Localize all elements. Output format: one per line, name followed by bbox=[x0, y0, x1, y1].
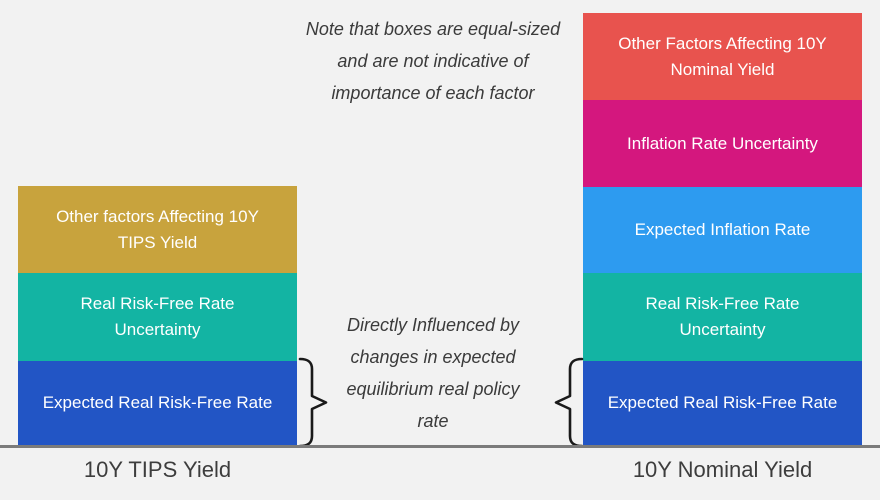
nominal-yield-stack: Other Factors Affecting 10Y Nominal Yiel… bbox=[583, 13, 862, 445]
segment-label: Real Risk-Free Rate Uncertainty bbox=[645, 294, 800, 339]
segment-real-risk-free-uncertainty-nominal: Real Risk-Free Rate Uncertainty bbox=[583, 273, 862, 361]
equal-size-note-line: importance of each factor bbox=[331, 83, 535, 103]
segment-label: Other Factors Affecting 10Y Nominal Yiel… bbox=[618, 33, 827, 79]
segment-expected-real-risk-free-nominal: Expected Real Risk-Free Rate bbox=[583, 361, 862, 445]
nominal-stack-label: 10Y Nominal Yield bbox=[632, 457, 813, 482]
baseline-axis bbox=[0, 445, 880, 448]
tips-brace-icon bbox=[298, 357, 328, 448]
segment-inflation-rate-uncertainty: Inflation Rate Uncertainty bbox=[583, 100, 862, 187]
segment-label: Expected Inflation Rate bbox=[634, 220, 811, 239]
tips-stack-label: 10Y TIPS Yield bbox=[83, 457, 232, 482]
equal-size-note-line: Note that boxes are equal-sized bbox=[305, 19, 561, 39]
segment-label: Expected Real Risk-Free Rate bbox=[42, 393, 273, 412]
policy-rate-note-line: rate bbox=[417, 411, 449, 431]
segment-label: Expected Real Risk-Free Rate bbox=[607, 393, 838, 412]
policy-rate-note: Directly Influenced by changes in expect… bbox=[296, 309, 570, 437]
policy-rate-note-line: changes in expected bbox=[350, 347, 516, 367]
policy-rate-note-line: Directly Influenced by bbox=[346, 315, 520, 335]
equal-size-note-line: and are not indicative of bbox=[337, 51, 529, 71]
segment-expected-real-risk-free-tips: Expected Real Risk-Free Rate bbox=[18, 361, 297, 445]
segment-other-factors-tips: Other factors Affecting 10Y TIPS Yield bbox=[18, 186, 297, 273]
tips-yield-stack: Other factors Affecting 10Y TIPS Yield R… bbox=[18, 186, 297, 445]
segment-label: Other factors Affecting 10Y TIPS Yield bbox=[56, 206, 259, 252]
segment-other-factors-nominal: Other Factors Affecting 10Y Nominal Yiel… bbox=[583, 13, 862, 100]
segment-label: Real Risk-Free Rate Uncertainty bbox=[80, 294, 235, 339]
equal-size-note: Note that boxes are equal-sized and are … bbox=[285, 13, 581, 109]
segment-real-risk-free-uncertainty-tips: Real Risk-Free Rate Uncertainty bbox=[18, 273, 297, 361]
segment-expected-inflation-rate: Expected Inflation Rate bbox=[583, 187, 862, 273]
policy-rate-note-line: equilibrium real policy bbox=[346, 379, 520, 399]
nominal-brace-icon bbox=[554, 357, 584, 448]
segment-label: Inflation Rate Uncertainty bbox=[627, 133, 818, 153]
